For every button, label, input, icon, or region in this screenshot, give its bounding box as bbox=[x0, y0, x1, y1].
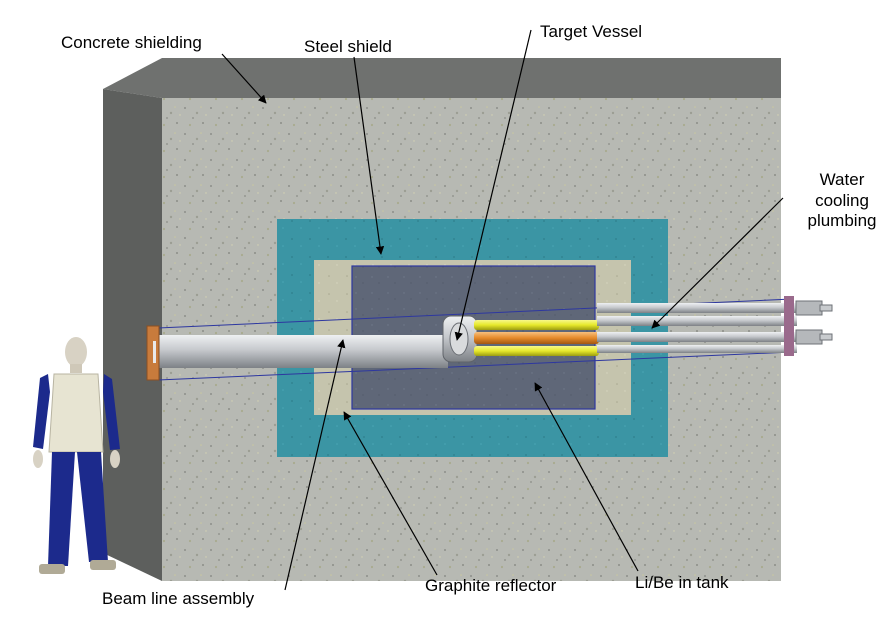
label-water-cooling-line3: plumbing bbox=[807, 211, 877, 231]
orange-rod-middle bbox=[474, 332, 599, 344]
target-vessel bbox=[442, 315, 478, 363]
label-beam-line-assembly: Beam line assembly bbox=[102, 589, 255, 608]
human-scale-figure bbox=[33, 337, 120, 574]
figure-left-leg bbox=[48, 452, 75, 566]
arrow-target-vessel bbox=[454, 29, 532, 341]
label-concrete-shielding: Concrete shielding bbox=[61, 33, 202, 52]
figure-torso bbox=[48, 373, 104, 453]
label-li-be-in-tank: Li/Be in tank bbox=[635, 573, 729, 592]
arrow-li-be-tank bbox=[534, 382, 639, 572]
plumbing-fitting-top bbox=[795, 300, 823, 316]
arrow-concrete-shielding bbox=[221, 53, 267, 104]
cooling-rods bbox=[474, 320, 599, 356]
arrow-steel-shield bbox=[353, 56, 385, 255]
concrete-top-face bbox=[103, 58, 781, 98]
figure-head bbox=[65, 337, 87, 367]
yellow-rod-bottom bbox=[474, 346, 599, 356]
label-water-cooling-line1: Water bbox=[819, 170, 865, 189]
label-water-cooling-line2: cooling bbox=[815, 190, 869, 210]
label-graphite-reflector: Graphite reflector bbox=[425, 576, 557, 595]
label-steel-shield: Steel shield bbox=[304, 37, 392, 56]
label-water-cooling-plumbing: Water cooling plumbing bbox=[797, 170, 887, 232]
beam-line-pipe bbox=[146, 325, 448, 381]
figure-right-foot bbox=[90, 560, 116, 570]
yellow-rod-top bbox=[474, 320, 599, 330]
figure-right-arm bbox=[103, 374, 120, 450]
plumbing-fitting-bottom bbox=[795, 329, 823, 345]
label-target-vessel: Target Vessel bbox=[540, 22, 643, 41]
water-cooling-plumbing bbox=[597, 296, 833, 356]
callout-arrows bbox=[221, 29, 784, 591]
figure-right-leg bbox=[77, 452, 108, 562]
arrow-graphite-reflector bbox=[343, 411, 438, 576]
arrow-beam-line bbox=[284, 339, 346, 591]
figure-left-foot bbox=[39, 564, 65, 574]
figure-left-arm bbox=[33, 374, 50, 449]
arrow-water-cooling bbox=[651, 197, 784, 329]
